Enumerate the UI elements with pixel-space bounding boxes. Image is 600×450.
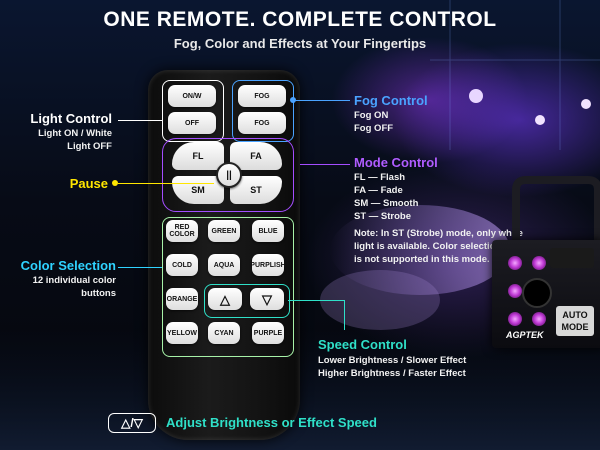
auto-mode-badge: AUTO MODE xyxy=(556,306,594,336)
speed-callout-line xyxy=(288,300,344,301)
speed-callout-vline xyxy=(344,300,345,330)
fog-control-heading: Fog Control xyxy=(354,93,428,108)
up-down-arrow-icon: △/▽ xyxy=(121,416,143,430)
pause-callout-dot xyxy=(112,180,118,186)
pause-label: Pause xyxy=(69,176,108,191)
light-control-heading: Light Control xyxy=(30,111,112,126)
mode-item-smooth: SM — Smooth xyxy=(354,198,419,209)
auto-mode-line2: MODE xyxy=(561,322,589,332)
fog-control-line1: Fog ON xyxy=(354,110,389,121)
mode-note-line2: light is available. Color selection xyxy=(354,241,502,252)
brightness-up-button[interactable]: ▽ xyxy=(250,288,284,310)
triangle-up-icon: △ xyxy=(220,291,230,307)
led-icon xyxy=(532,312,546,326)
light-callout-line xyxy=(118,120,162,121)
light-off-button[interactable]: OFF xyxy=(168,112,216,134)
brand-logo: AGPTEK xyxy=(506,330,544,340)
cold-button[interactable]: COLD xyxy=(166,254,198,276)
triangle-down-icon: ▽ xyxy=(262,291,272,307)
footer-label: Adjust Brightness or Effect Speed xyxy=(166,415,377,430)
fog-control-line2: Fog OFF xyxy=(354,123,394,134)
fog-callout-dot xyxy=(290,97,296,103)
fog-machine: AGPTEK xyxy=(492,240,600,348)
mode-control-heading: Mode Control xyxy=(354,155,438,170)
mode-note-line3: is not supported in this mode. xyxy=(354,254,490,265)
page-title: ONE REMOTE. COMPLETE CONTROL xyxy=(103,8,497,31)
mode-control-zone xyxy=(162,138,294,212)
color-selection-zone xyxy=(162,217,294,357)
pause-icon: || xyxy=(226,169,232,181)
fog-control-zone xyxy=(232,80,294,142)
green-button[interactable]: GREEN xyxy=(208,220,240,242)
pause-callout-line xyxy=(118,183,214,184)
purplish-button[interactable]: PURPLISH xyxy=(250,254,286,276)
fog-machine-handle xyxy=(512,176,600,242)
speed-control-line1: Lower Brightness / Slower Effect xyxy=(318,355,467,366)
flash-button[interactable]: FL xyxy=(172,142,224,170)
light-control-line2: Light OFF xyxy=(67,141,112,152)
blue-button[interactable]: BLUE xyxy=(252,220,284,242)
color-callout-line xyxy=(118,267,162,268)
yellow-button[interactable]: YELLOW xyxy=(166,322,198,344)
mode-callout-line xyxy=(300,164,350,165)
aqua-button[interactable]: AQUA xyxy=(208,254,240,276)
fog-on-button[interactable]: FOG xyxy=(238,85,286,107)
orange-button[interactable]: ORANGE xyxy=(166,288,198,310)
on-white-button[interactable]: ON/W xyxy=(168,85,216,107)
mode-item-fade: FA — Fade xyxy=(354,185,403,196)
red-color-button[interactable]: RED COLOR xyxy=(166,220,198,242)
cyan-button[interactable]: CYAN xyxy=(208,322,240,344)
mode-item-flash: FL — Flash xyxy=(354,172,406,183)
led-icon xyxy=(508,256,522,270)
light-control-zone xyxy=(162,80,224,142)
pause-button[interactable]: || xyxy=(216,162,242,188)
brightness-down-button[interactable]: △ xyxy=(208,288,242,310)
auto-mode-line1: AUTO xyxy=(562,310,588,320)
footer-icon-box: △/▽ xyxy=(108,413,156,433)
color-selection-heading: Color Selection xyxy=(20,258,116,273)
speed-control-line2: Higher Brightness / Faster Effect xyxy=(318,368,466,379)
led-icon xyxy=(532,256,546,270)
color-selection-line1: 12 individual color xyxy=(32,275,116,286)
purple-button[interactable]: PURPLE xyxy=(252,322,284,344)
speed-control-heading: Speed Control xyxy=(318,337,407,352)
color-selection-line2: buttons xyxy=(81,288,116,299)
speed-control-zone xyxy=(204,284,290,318)
fog-nozzle xyxy=(522,278,552,308)
mode-item-strobe: ST — Strobe xyxy=(354,211,412,222)
power-switch[interactable] xyxy=(550,248,594,268)
remote-control: ON/W OFF FOG FOG FL FA SM ST || RED COLO… xyxy=(148,70,300,440)
led-icon xyxy=(508,284,522,298)
mode-note-line1: Note: In ST (Strobe) mode, only white xyxy=(354,228,523,239)
smooth-button[interactable]: SM xyxy=(172,176,224,204)
light-control-line1: Light ON / White xyxy=(38,128,112,139)
fog-callout-line xyxy=(294,100,350,101)
led-icon xyxy=(508,312,522,326)
fog-off-button[interactable]: FOG xyxy=(238,112,286,134)
page-subtitle: Fog, Color and Effects at Your Fingertip… xyxy=(173,36,427,51)
